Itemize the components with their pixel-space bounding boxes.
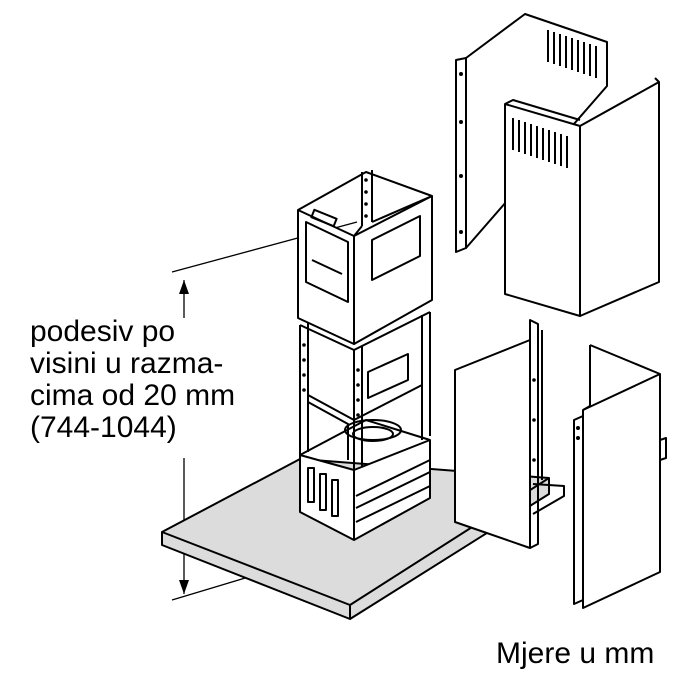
lower-chimney-rear-part bbox=[573, 344, 667, 609]
height-note-line-4: (744-1044) bbox=[30, 411, 177, 444]
height-note-line-3: cima od 20 mm bbox=[30, 379, 236, 412]
dimension-arrow-down-icon bbox=[179, 580, 189, 594]
support-frame bbox=[297, 170, 433, 541]
upper-chimney-front-part bbox=[504, 77, 660, 317]
units-note: Mjere u mm bbox=[496, 637, 655, 670]
upper-front-vent-grille-icon bbox=[512, 118, 568, 168]
upper-rear-vent-grille-icon bbox=[547, 30, 597, 78]
dimension-arrow-up-icon bbox=[179, 280, 189, 294]
height-adjustment-note: podesiv po visini u razma- cima od 20 mm… bbox=[30, 316, 235, 444]
lower-chimney-front-part bbox=[454, 319, 543, 549]
height-note-line-1: podesiv po bbox=[30, 315, 176, 348]
height-note-line-2: visini u razma- bbox=[30, 347, 224, 380]
